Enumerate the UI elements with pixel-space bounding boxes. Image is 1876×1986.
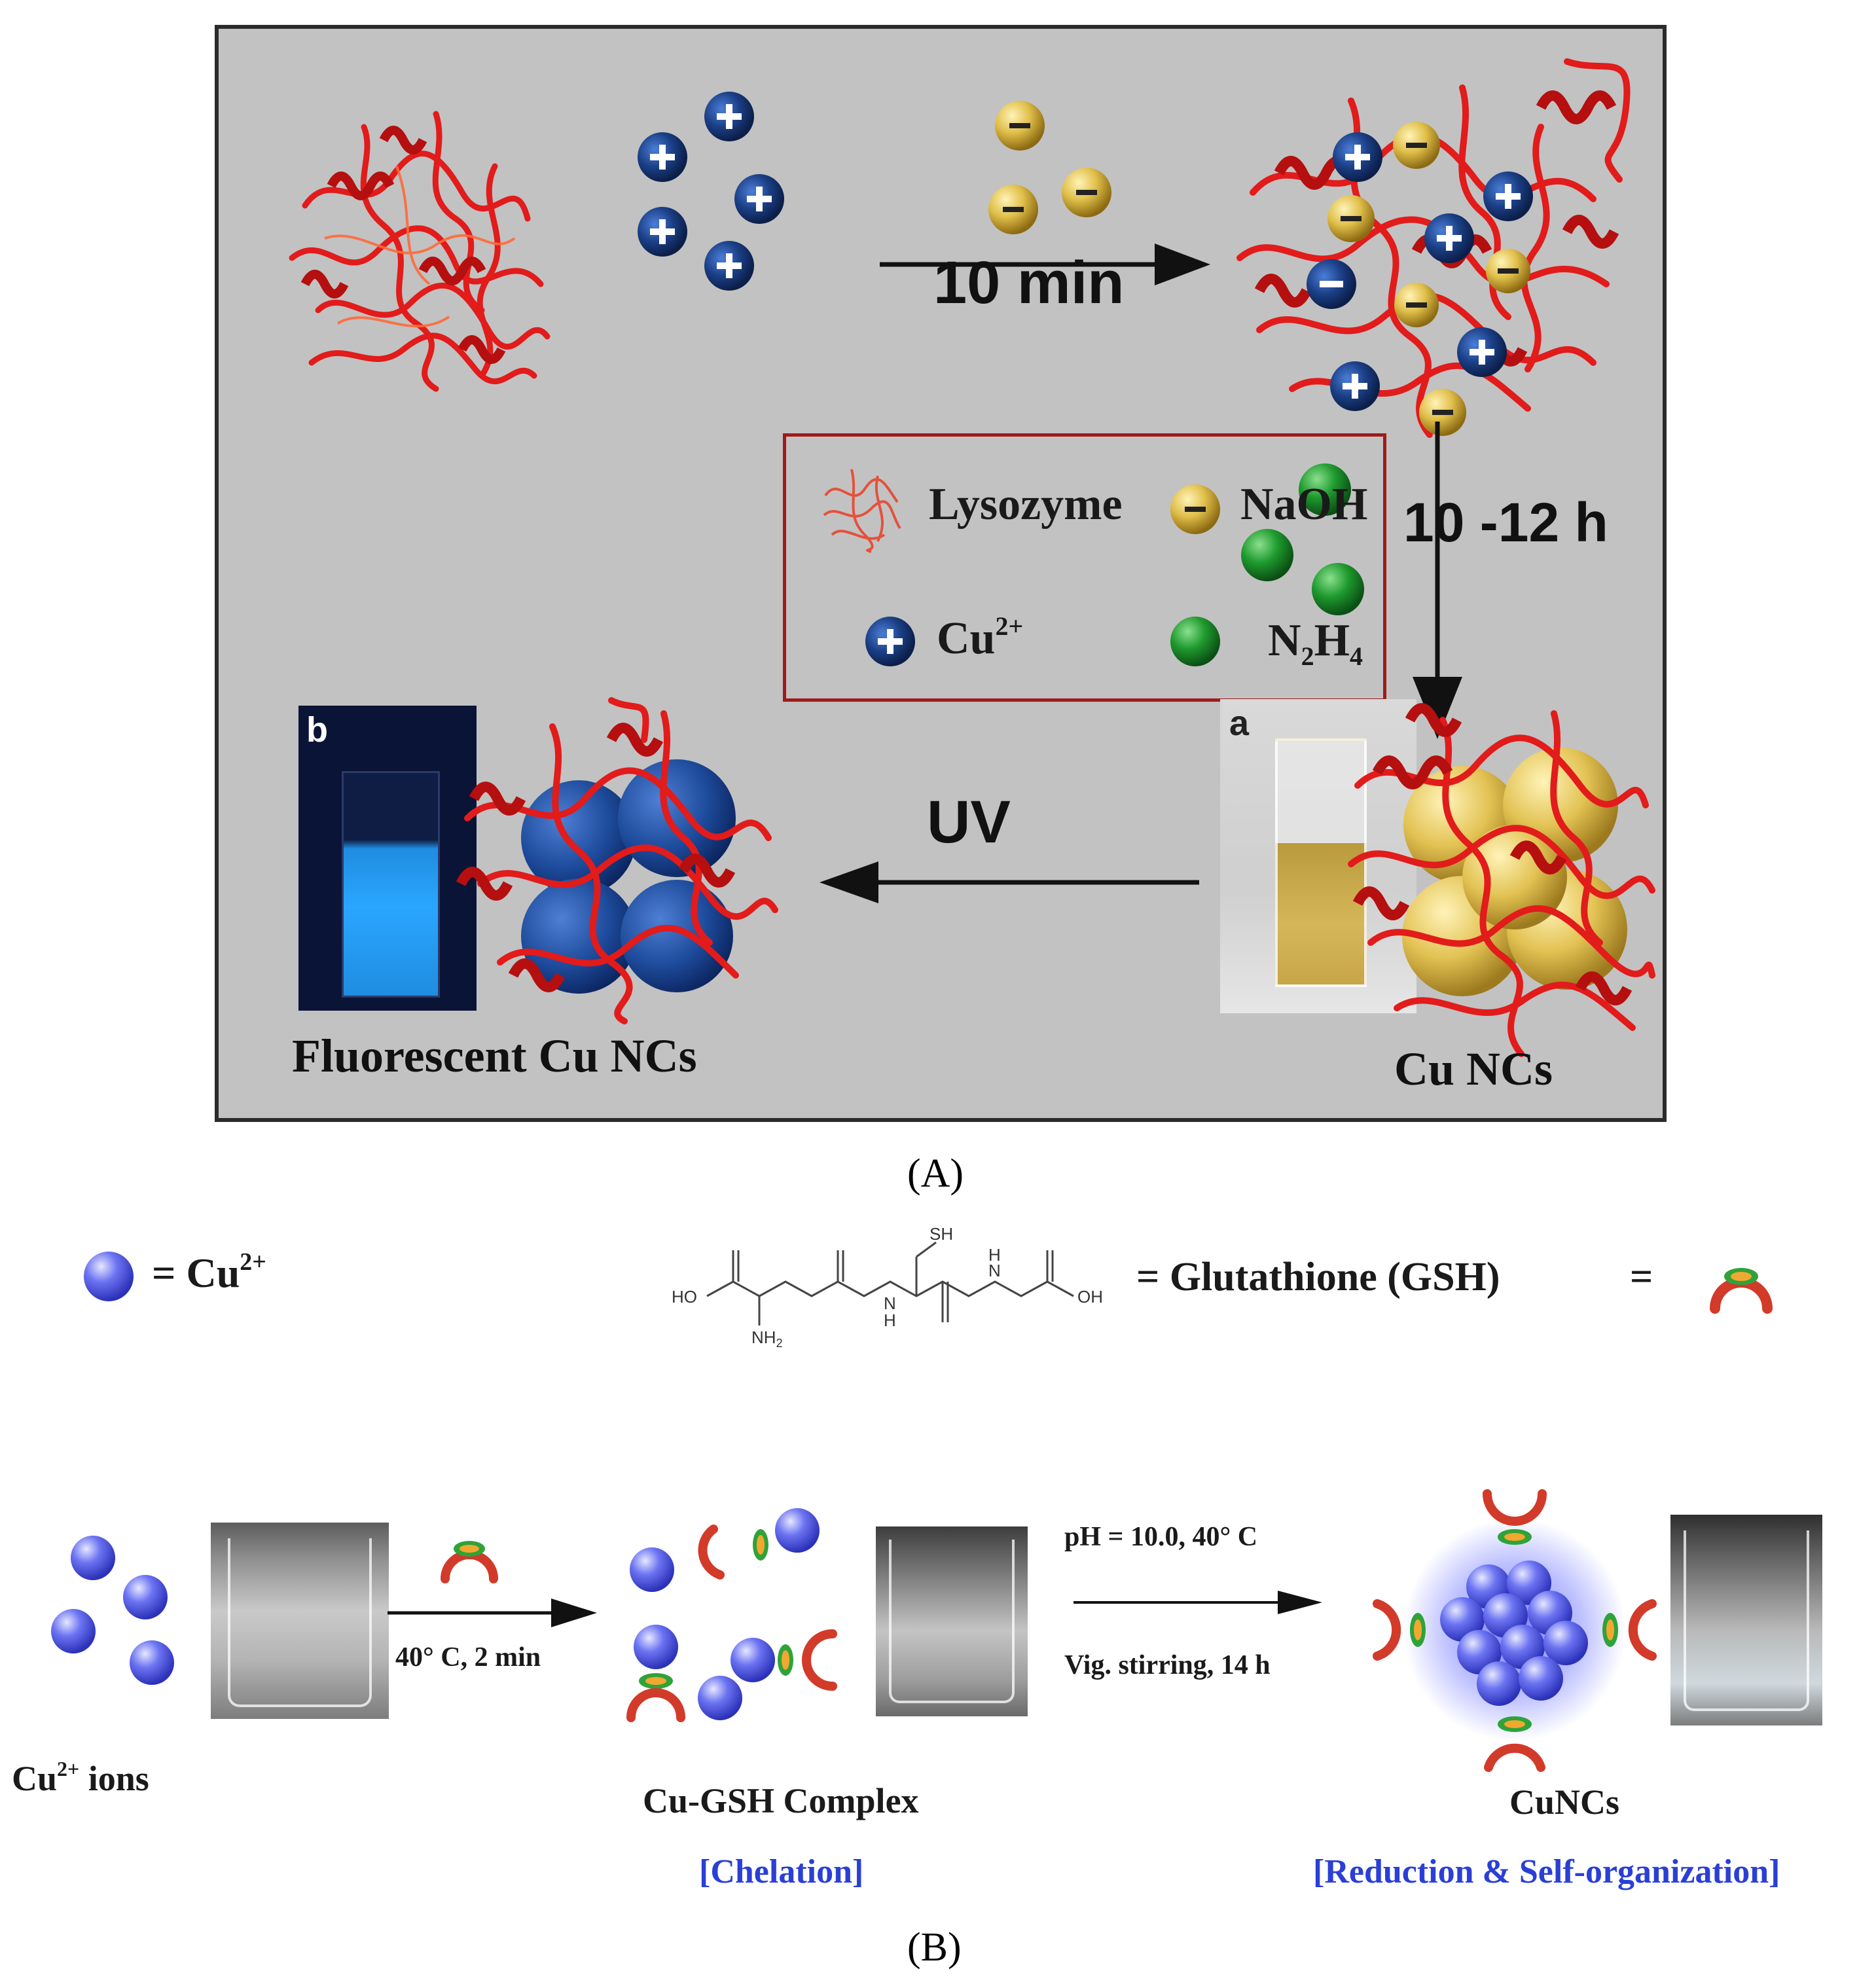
legend-cu-charge: 2+ <box>995 611 1024 641</box>
cu-ion-cluster <box>638 92 784 291</box>
legend-lysozyme-label: Lysozyme <box>929 479 1123 530</box>
fluorescent-cu-ncs-protein <box>456 697 778 1024</box>
condition-1: 40° C, 2 min <box>395 1642 541 1672</box>
step-1-label: 10 min <box>933 249 1125 316</box>
legend-n2h4-icon <box>1170 617 1220 666</box>
label-cu-ions-text: Cu <box>12 1759 58 1798</box>
caption-a: (A) <box>907 1151 964 1196</box>
legend-n2h4-label: N2H4 <box>1268 615 1363 672</box>
legend-cu-b-text: = Cu <box>152 1250 240 1296</box>
legend-gsh-label: = Glutathione (GSH) <box>1136 1255 1500 1299</box>
beaker-photo-2 <box>876 1526 1028 1716</box>
legend-n2h4-h: H <box>1314 615 1350 666</box>
chem-oh: OH <box>1077 1287 1103 1307</box>
cu-gsh-complex <box>626 1508 837 1722</box>
vial-fluorescent-icon <box>342 771 440 998</box>
label-cu-gsh-complex: Cu-GSH Complex <box>643 1781 919 1820</box>
chem-nh2: NH2 <box>751 1327 783 1350</box>
legend-n2h4-sub1: 2 <box>1301 641 1314 671</box>
legend-cu-b-label: = Cu2+ <box>152 1248 266 1297</box>
protein-ion-complex <box>1236 58 1631 438</box>
cu-ncs-cluster <box>1373 1489 1657 1772</box>
label-cu-ions-suffix: ions <box>79 1759 149 1798</box>
chem-ho: HO <box>672 1287 697 1307</box>
beaker-photo-3 <box>1670 1515 1822 1725</box>
panel-a-scheme: 10 min <box>215 25 1667 1122</box>
chem-n2: N <box>988 1261 1001 1280</box>
legend-naoh-icon <box>1170 484 1220 534</box>
label-fluorescent-cu-ncs: Fluorescent Cu NCs <box>292 1030 697 1082</box>
photo-cu-ncs-vial: a <box>1220 699 1416 1013</box>
n2h4-cluster <box>1241 463 1364 615</box>
step-chelation: [Chelation] <box>699 1853 864 1890</box>
step-reduction: [Reduction & Self-organization] <box>1313 1853 1780 1890</box>
legend-n2h4-sub2: 4 <box>1350 641 1363 671</box>
photo-a-tag: a <box>1229 704 1250 743</box>
legend-n2h4-n: N <box>1268 615 1301 666</box>
arrow-b1-icon <box>388 1598 597 1627</box>
caption-b: (B) <box>907 1925 962 1970</box>
photo-b-tag: b <box>306 710 328 749</box>
legend-cu-label: Cu2+ <box>937 611 1023 665</box>
chem-nh2-sub: 2 <box>776 1337 783 1350</box>
arrow-step-2-icon <box>1413 422 1462 739</box>
step-3-label: UV <box>927 789 1011 856</box>
beaker-glass-icon-3 <box>1684 1530 1809 1711</box>
cu-ncs-protein <box>1348 703 1655 1057</box>
arrow-step-3-icon <box>820 861 1199 903</box>
label-cuncs: CuNCs <box>1509 1782 1620 1822</box>
condition-2-bottom: Vig. stirring, 14 h <box>1064 1650 1271 1680</box>
beaker-photo-1 <box>211 1523 389 1719</box>
legend-cu-symbol: Cu <box>937 613 996 664</box>
cu-ions-spheres <box>51 1536 174 1685</box>
legend-cu-sphere-icon <box>84 1252 134 1301</box>
condition-2-top: pH = 10.0, 40° C <box>1064 1522 1258 1552</box>
arrow-b2-icon <box>1073 1591 1322 1614</box>
legend-cu-b-charge: 2+ <box>240 1248 266 1276</box>
label-cu-ions: Cu2+ ions <box>12 1757 149 1799</box>
chem-h2: H <box>988 1245 1001 1265</box>
legend-cu-icon <box>865 617 915 666</box>
chem-sh: SH <box>929 1224 953 1244</box>
label-cu-ncs: Cu NCs <box>1394 1043 1553 1095</box>
arrow-step-1-icon <box>880 244 1210 285</box>
chem-h1: H <box>884 1310 896 1330</box>
lysozyme-protein-icon <box>289 111 550 392</box>
step-2-label: 10 -12 h <box>1403 492 1608 553</box>
naoh-ion-cluster <box>988 101 1111 234</box>
gsh-reagent-icon <box>441 1541 498 1583</box>
legend-naoh-label: NaOH <box>1240 479 1368 530</box>
legend-gsh-equals: = <box>1630 1255 1653 1299</box>
photo-fluorescent-vial: b <box>298 706 477 1011</box>
legend-box: Lysozyme NaOH Cu2+ N2H4 <box>783 433 1386 702</box>
glutathione-structure: SH HO OH NH2 N H N H <box>672 1224 1103 1350</box>
beaker-glass-icon <box>228 1538 372 1707</box>
chem-nh2-text: NH <box>751 1327 776 1347</box>
chem-n1: N <box>884 1293 896 1313</box>
beaker-glass-icon-2 <box>889 1540 1015 1703</box>
gsh-ligand-icon <box>1710 1268 1773 1314</box>
label-cu-ions-charge: 2+ <box>57 1757 80 1780</box>
legend-lysozyme-icon <box>823 469 901 553</box>
